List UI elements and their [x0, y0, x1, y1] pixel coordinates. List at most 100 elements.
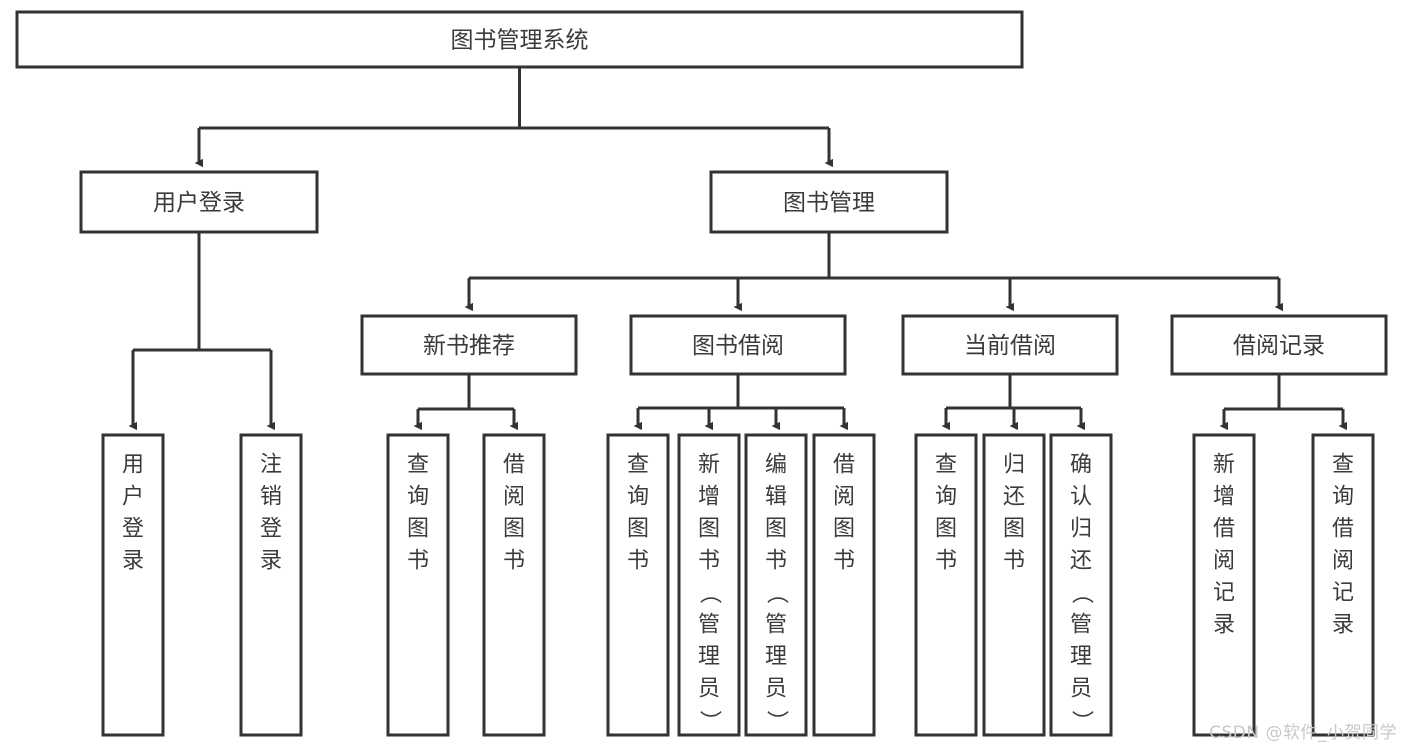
node-label-char: 录: [122, 549, 144, 574]
node-box: [709, 170, 949, 234]
node-label-char: 阅: [833, 485, 855, 510]
node-label-char: 查: [935, 453, 957, 478]
node-label-char: 查: [407, 453, 429, 478]
node-label-char: 图: [698, 517, 720, 542]
node-label-char: 图: [833, 517, 855, 542]
node-label-char: 增: [698, 485, 720, 510]
node-label-char: 录: [1332, 613, 1354, 638]
node-label-char: 书: [1003, 549, 1025, 574]
node-label-char: ）: [1069, 710, 1094, 732]
node-label: 图书管理: [783, 190, 875, 216]
node-label-char: 增: [1213, 485, 1235, 510]
node-label-char: 书: [503, 549, 525, 574]
node-box: [1049, 433, 1113, 737]
node-label-char: 借: [503, 453, 525, 478]
node-label-char: 图: [935, 517, 957, 542]
node-label-char: 询: [627, 485, 649, 510]
node-label-char: 登: [122, 517, 144, 542]
node-box: [629, 314, 847, 376]
node-box: [1311, 433, 1375, 737]
node-label-char: 书: [407, 549, 429, 574]
node-box: [677, 433, 741, 737]
node-box: [1192, 433, 1256, 737]
node-l2_3[interactable]: 借阅记录: [1170, 314, 1388, 376]
node-l2_2[interactable]: 当前借阅: [901, 314, 1119, 376]
node-label-char: 录: [260, 549, 282, 574]
node-label-char: 认: [1070, 485, 1092, 510]
node-label-char: 理: [765, 645, 787, 670]
node-label: 借阅记录: [1233, 333, 1325, 359]
node-label-char: 图: [1003, 517, 1025, 542]
node-label-char: 查: [627, 453, 649, 478]
node-box: [606, 433, 670, 737]
node-label-char: 图: [627, 517, 649, 542]
node-label-char: 新: [698, 453, 720, 478]
node-label-char: 图: [765, 517, 787, 542]
node-box: [1170, 314, 1388, 376]
node-label-char: 记: [1213, 581, 1235, 606]
node-leaf_0[interactable]: 用户登录: [101, 433, 165, 737]
node-label-char: 借: [1332, 517, 1354, 542]
node-label-char: 销: [260, 485, 282, 510]
node-box: [360, 314, 578, 376]
node-label-char: 归: [1070, 517, 1092, 542]
node-label-char: 书: [935, 549, 957, 574]
node-label-char: 新: [1213, 453, 1235, 478]
node-label-char: 理: [698, 645, 720, 670]
node-label-char: 书: [627, 549, 649, 574]
node-label-char: 询: [1332, 485, 1354, 510]
node-box: [744, 433, 808, 737]
edges-layer: [128, 67, 1348, 431]
node-label-char: 阅: [503, 485, 525, 510]
node-label-char: 图: [407, 517, 429, 542]
node-l2_0[interactable]: 新书推荐: [360, 314, 578, 376]
node-l1_1[interactable]: 图书管理: [709, 170, 949, 234]
node-label-char: 编: [765, 453, 787, 478]
node-label-char: 登: [260, 517, 282, 542]
node-label-char: 查: [1332, 453, 1354, 478]
node-box: [482, 433, 546, 737]
node-root[interactable]: 图书管理系统: [15, 10, 1024, 69]
node-box: [386, 433, 450, 737]
node-label-char: 理: [1070, 645, 1092, 670]
node-label-char: （: [697, 582, 722, 604]
node-label: 新书推荐: [423, 333, 515, 359]
node-label-char: 员: [698, 677, 720, 702]
node-label-char: 还: [1070, 549, 1092, 574]
node-l1_0[interactable]: 用户登录: [79, 170, 319, 234]
node-label-char: 书: [833, 549, 855, 574]
node-label: 图书借阅: [692, 333, 784, 359]
node-label-char: （: [764, 582, 789, 604]
node-label-char: 管: [1070, 613, 1092, 638]
node-label-char: ）: [764, 710, 789, 732]
node-label: 图书管理系统: [451, 28, 589, 54]
node-label-char: 阅: [1332, 549, 1354, 574]
node-label-char: 借: [1213, 517, 1235, 542]
node-l2_1[interactable]: 图书借阅: [629, 314, 847, 376]
node-label: 用户登录: [153, 190, 245, 216]
node-label-char: 书: [765, 549, 787, 574]
node-label-char: 图: [503, 517, 525, 542]
node-label-char: 用: [122, 453, 144, 478]
node-label-char: 记: [1332, 581, 1354, 606]
node-label-char: 注: [260, 453, 282, 478]
watermark: CSDN @软件_小贺同学: [1209, 723, 1397, 743]
node-label-char: 管: [765, 613, 787, 638]
node-box: [79, 170, 319, 234]
node-label-char: 员: [1070, 677, 1092, 702]
node-label-char: 书: [698, 549, 720, 574]
